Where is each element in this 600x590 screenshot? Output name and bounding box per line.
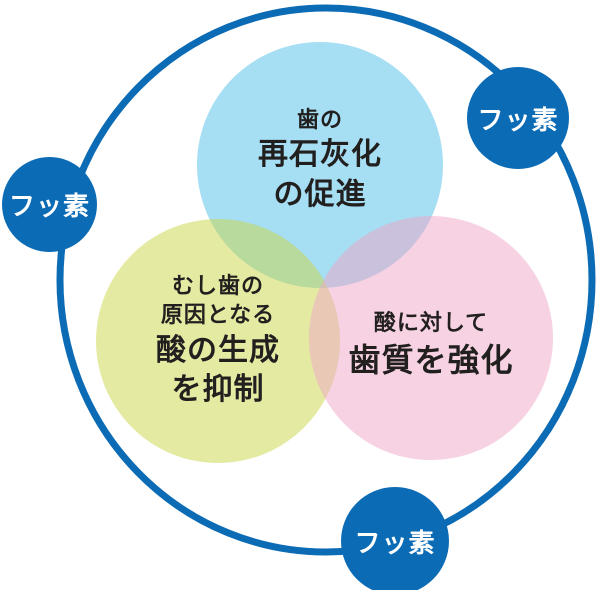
circle-remineralization-text: 歯の 再石灰化 の促進 [258,106,382,225]
acid-suppression-line-small2: 原因となる [160,303,276,329]
circle-enamel-strengthening: 酸に対して 歯質を強化 [309,216,553,460]
acid-suppression-line-small1: むし歯の [171,273,264,299]
fluoride-badge-left-label: フッ素 [8,192,90,222]
acid-suppression-line-big1: 酸の生成 [156,332,280,368]
fluoride-badge-top-right-label: フッ素 [477,105,559,136]
fluoride-badge-bottom: フッ素 [341,487,449,590]
fluoride-badge-top-right: フッ素 [467,67,569,169]
circle-enamel-strengthening-text: 酸に対して 歯質を強化 [348,295,513,381]
remineralization-line-small: 歯の [296,107,343,133]
remineralization-line-big1: 再石灰化 [258,137,382,173]
enamel-strengthening-line-small: 酸に対して [373,311,489,337]
circle-acid-suppression-text: むし歯の 原因となる 酸の生成 を抑制 [156,272,280,410]
acid-suppression-line-big2: を抑制 [171,372,265,408]
remineralization-line-big2: の促進 [273,176,367,212]
enamel-strengthening-line-big: 歯質を強化 [348,340,514,379]
fluoride-badge-bottom-label: フッ素 [354,528,436,559]
fluoride-badge-left: フッ素 [2,157,97,252]
circle-acid-suppression: むし歯の 原因となる 酸の生成 を抑制 [96,219,340,463]
